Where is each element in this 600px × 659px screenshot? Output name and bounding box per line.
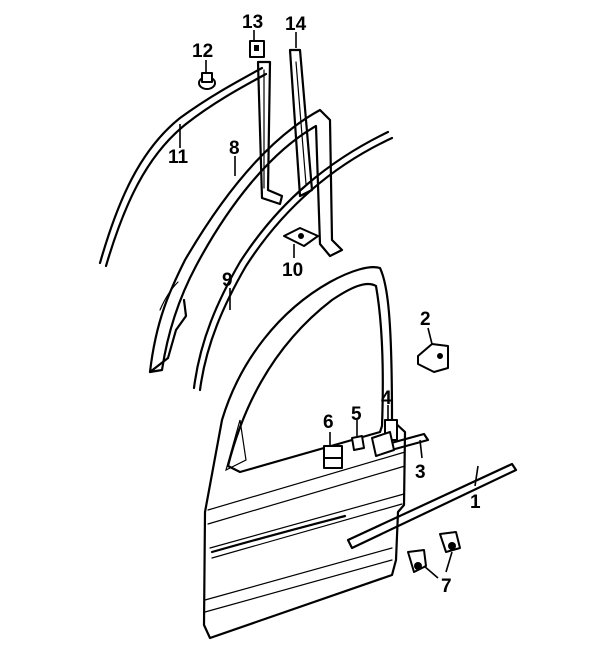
callout-9: 9 bbox=[222, 270, 233, 291]
callout-13: 13 bbox=[242, 12, 263, 33]
part-10-bracket bbox=[283, 227, 319, 247]
callout-10: 10 bbox=[282, 260, 303, 281]
part-6-hinge-plate bbox=[323, 445, 343, 469]
leader-lines bbox=[179, 30, 479, 579]
part-2-bracket bbox=[417, 343, 449, 373]
callout-4: 4 bbox=[381, 388, 392, 409]
callout-1: 1 bbox=[470, 492, 481, 513]
door-shell bbox=[202, 266, 407, 640]
callout-12: 12 bbox=[192, 41, 213, 62]
part-4-hinge bbox=[371, 419, 398, 457]
callout-8: 8 bbox=[229, 138, 240, 159]
callout-11: 11 bbox=[168, 147, 189, 168]
part-13-bracket bbox=[249, 40, 265, 58]
part-11-drip-molding bbox=[98, 66, 268, 268]
callout-6: 6 bbox=[323, 412, 334, 433]
callout-14: 14 bbox=[285, 14, 307, 35]
callout-7: 7 bbox=[441, 576, 452, 597]
callout-3: 3 bbox=[415, 462, 426, 483]
part-9-weatherstrip bbox=[192, 130, 394, 392]
part-12-clip bbox=[198, 72, 216, 90]
callout-5: 5 bbox=[351, 404, 362, 425]
part-1-side-molding bbox=[346, 462, 518, 550]
part-7-clips bbox=[407, 531, 461, 573]
part-8-frame-molding bbox=[148, 108, 344, 374]
callout-2: 2 bbox=[420, 309, 431, 330]
part-5-stopper bbox=[351, 435, 365, 451]
